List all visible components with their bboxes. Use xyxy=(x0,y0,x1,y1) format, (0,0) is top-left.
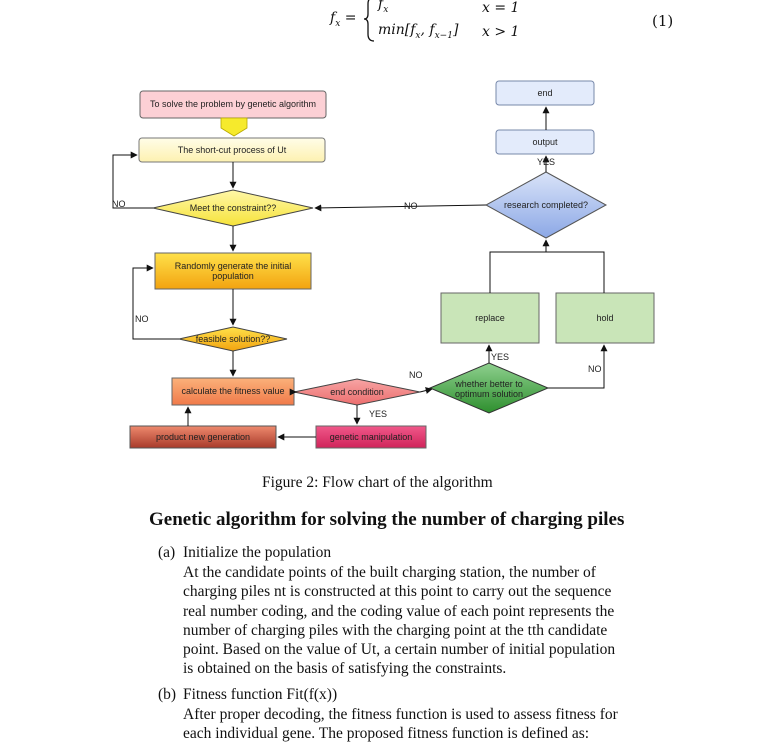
item-line: real number coding, and the coding value… xyxy=(183,602,615,620)
figure-caption: Figure 2: Flow chart of the algorithm xyxy=(262,474,493,491)
item-line: is obtained on the basis of satisfying t… xyxy=(183,660,507,678)
brace-icon xyxy=(364,0,375,42)
item-title: Fitness function Fit(f(x)) xyxy=(183,686,338,703)
item-line: number of charging piles with the chargi… xyxy=(183,621,608,639)
item-line: At the candidate points of the built cha… xyxy=(183,564,596,581)
item-line: charging piles nt is constructed at this… xyxy=(183,583,612,601)
item-line: After proper decoding, the fitness funct… xyxy=(183,706,618,723)
label-no-research: NO xyxy=(404,201,418,211)
equation-number: (1) xyxy=(652,12,674,30)
case2-expr: min[fx, fx−1] xyxy=(378,22,459,41)
label-no-feasible: NO xyxy=(135,314,149,324)
flowchart-connectors xyxy=(112,80,655,449)
flow-fitness-box: calculate the fitness value xyxy=(181,386,285,397)
flowchart: To solve the problem by genetic algorith… xyxy=(112,80,655,449)
flow-end-box: end xyxy=(537,87,553,98)
item-marker: (b) xyxy=(158,686,177,703)
equation-lhs: fx = xyxy=(330,10,357,29)
flow-product-box: product new generation xyxy=(155,431,251,442)
item-line: each individual gene. The proposed fitne… xyxy=(183,725,590,743)
flow-output-box: output xyxy=(532,136,558,147)
label-no-constraint: NO xyxy=(112,199,126,209)
flow-constraint-decision: Meet the constraint?? xyxy=(189,202,277,213)
flow-random-init-box: Randomly generate the initial population xyxy=(174,260,292,281)
item-marker: (a) xyxy=(158,544,176,561)
item-body: After proper decoding, the fitness funct… xyxy=(183,705,618,744)
item-title: Initialize the population xyxy=(183,544,332,561)
flow-hold-box: hold xyxy=(596,312,614,323)
label-yes-output: YES xyxy=(537,157,556,167)
flow-feasible-decision: feasible solution?? xyxy=(195,333,271,344)
label-no-end-condition: NO xyxy=(409,370,423,380)
label-yes-better: YES xyxy=(491,352,510,362)
case1-cond: x = 1 xyxy=(482,0,520,16)
label-yes-end-condition: YES xyxy=(369,409,388,419)
case2-cond: x > 1 xyxy=(482,24,520,40)
flow-start-box: To solve the problem by genetic algorith… xyxy=(149,99,317,110)
equation: fx = fx x = 1 min[fx, fx−1] x > 1 xyxy=(330,0,530,45)
flow-end-condition-decision: end condition xyxy=(330,386,384,397)
label-no-better: NO xyxy=(588,364,602,374)
section-heading: Genetic algorithm for solving the number… xyxy=(149,509,625,530)
flow-research-decision: research completed? xyxy=(503,199,589,210)
flow-shortcut-box: The short-cut process of Ut xyxy=(177,144,287,155)
flow-genetic-box: genetic manipulation xyxy=(329,431,413,442)
item-line: point. Based on the value of Ut, a certa… xyxy=(183,641,616,659)
item-body: At the candidate points of the built cha… xyxy=(183,563,615,679)
flow-better-decision: whether better to optimum solution xyxy=(454,378,524,399)
flow-replace-box: replace xyxy=(475,312,505,323)
case1-expr: fx xyxy=(378,0,389,15)
